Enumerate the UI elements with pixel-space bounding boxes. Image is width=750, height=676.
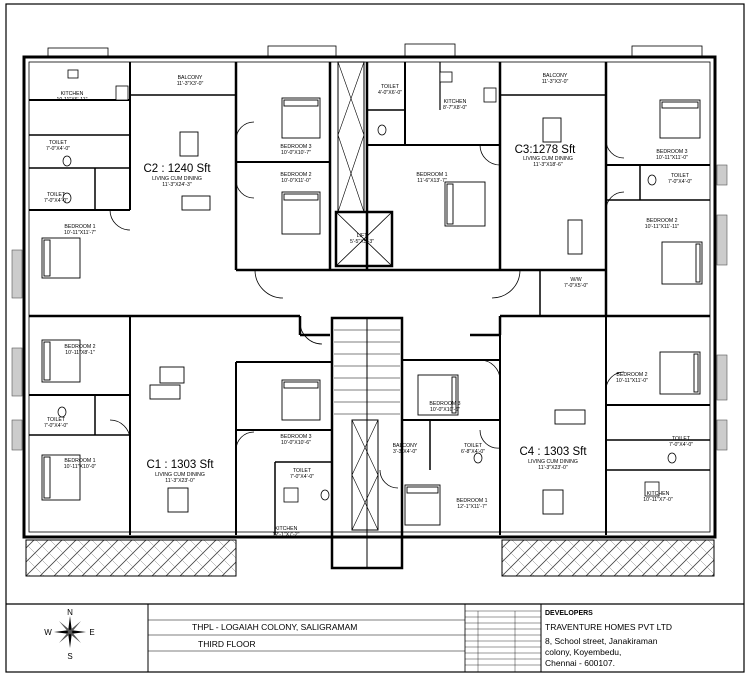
room-dimension: 6'-8"X4'-0" bbox=[461, 449, 485, 455]
floor-title: THIRD FLOOR bbox=[198, 639, 256, 649]
room-name: TOILET bbox=[671, 173, 690, 179]
address-line-2: colony, Koyembedu, bbox=[545, 647, 621, 657]
room-name: BALCONY bbox=[543, 73, 568, 79]
room-name: TOILET bbox=[464, 443, 483, 449]
title-block: N E S W THPL - LOGAIAH COLONY, SALIGRAMA… bbox=[44, 603, 672, 673]
door-swings bbox=[109, 121, 625, 489]
room-dimension: 10'-0"X11'-0" bbox=[281, 178, 311, 184]
room-dimension: 8'-7"X8'-0" bbox=[443, 105, 467, 111]
room-dimension: 10'-0"X10'-6" bbox=[430, 407, 460, 413]
room-dimension: 10'-11"X11'-11" bbox=[645, 224, 680, 230]
room-dimension: 10'-11"X10'-0" bbox=[64, 464, 97, 470]
room-name: BEDROOM 1 bbox=[64, 224, 95, 230]
room-name: TOILET bbox=[47, 417, 66, 423]
address-line-3: Chennai - 600107. bbox=[545, 658, 615, 668]
room-dimension: 7'-0"X4'-0" bbox=[669, 442, 693, 448]
fixtures bbox=[57, 69, 677, 503]
hatched-area-left bbox=[25, 539, 237, 577]
room-name: TOILET bbox=[672, 436, 691, 442]
room-name: BEDROOM 1 bbox=[416, 172, 447, 178]
room-dimension: 10'-0"X10'-7" bbox=[281, 150, 311, 156]
room-name: BEDROOM 2 bbox=[64, 344, 95, 350]
room-dimension: 12'-1"X11'-7" bbox=[457, 504, 487, 510]
room-name: TOILET bbox=[49, 140, 68, 146]
room-dimension: 7'-0"X4'-0" bbox=[290, 474, 314, 480]
sheet-border bbox=[5, 3, 745, 673]
room-dimension: 7'-0"X4'-0" bbox=[668, 179, 692, 185]
developers-label: DEVELOPERS bbox=[545, 610, 593, 617]
room-dimension: 10'-11"X11'-7" bbox=[64, 230, 96, 236]
room-dimension: 11'-3"X24'-3" bbox=[162, 182, 192, 188]
room-dimension: 11'-6"X13'-7" bbox=[417, 178, 447, 184]
room-dimension: 7'-0"X4'-0" bbox=[44, 423, 68, 429]
room-labels: KITCHEN 10-11"X6'-11" BALCONY 11'-3"X3'-… bbox=[44, 73, 693, 538]
room-name: BEDROOM 3 bbox=[280, 434, 311, 440]
room-dimension: 12'-1"X7'-2" bbox=[272, 532, 299, 538]
room-name: BEDROOM 1 bbox=[64, 458, 95, 464]
room-name: TOILET bbox=[381, 84, 400, 90]
unit-c4-area: C4 : 1303 Sft bbox=[519, 446, 587, 458]
room-name: LIVING CUM DINING bbox=[155, 472, 205, 478]
room-name: BEDROOM 3 bbox=[280, 144, 311, 150]
room-dimension: 3'-3"X4'-0" bbox=[393, 449, 417, 455]
unit-c3-area: C3:1278 Sft bbox=[515, 144, 577, 156]
address-line-1: 8, School street, Janakiraman bbox=[545, 636, 658, 646]
unit-c1-area: C1 : 1303 Sft bbox=[146, 459, 214, 471]
room-dimension: 11'-3"X3'-0" bbox=[177, 81, 204, 87]
room-dimension: 7'-0"X4'-0" bbox=[46, 146, 70, 152]
room-name: TOILET bbox=[293, 468, 312, 474]
room-name: LIVING CUM DINING bbox=[523, 156, 573, 162]
room-name: KITCHEN bbox=[275, 526, 298, 532]
room-dimension: 10'-11"X11'-0" bbox=[616, 378, 648, 384]
hatched-area-right bbox=[501, 539, 715, 577]
room-dimension: 11'-3"X23'-0" bbox=[165, 478, 195, 484]
room-name: BEDROOM 1 bbox=[456, 498, 487, 504]
furniture bbox=[41, 97, 703, 526]
unit-area-labels: C2 : 1240 Sft C3:1278 Sft C1 : 1303 Sft … bbox=[143, 144, 587, 471]
compass-rose: N E S W bbox=[44, 608, 94, 661]
unit-c2-area: C2 : 1240 Sft bbox=[143, 163, 211, 175]
schedule-table bbox=[464, 603, 542, 673]
room-name: KITCHEN bbox=[444, 99, 467, 105]
room-name: BALCONY bbox=[393, 443, 418, 449]
room-name: BEDROOM 3 bbox=[656, 149, 687, 155]
room-dimension: 11'-3"X23'-0" bbox=[538, 465, 568, 471]
room-dimension: 11'-3"X3'-0" bbox=[542, 79, 569, 85]
room-name: BEDROOM 2 bbox=[646, 218, 677, 224]
building-walls bbox=[22, 43, 717, 570]
room-dimension: 10'-0"X10'-6" bbox=[281, 440, 311, 446]
room-name: BEDROOM 3 bbox=[429, 401, 460, 407]
compass-w: W bbox=[44, 628, 52, 637]
room-dimension: 10'-11"X7'-0" bbox=[643, 497, 673, 503]
room-dimension: 4'-0"X6'-0" bbox=[378, 90, 402, 96]
compass-n: N bbox=[67, 608, 73, 617]
room-dimension: 10-11"X6'-11" bbox=[56, 97, 87, 103]
room-dimension: 11'-3"X18'-6" bbox=[533, 162, 563, 168]
room-dimension: 5'-5"X5'-3" bbox=[350, 239, 374, 245]
stair-treads bbox=[334, 329, 400, 415]
room-dimension: 10'-11"X11'-0" bbox=[656, 155, 688, 161]
room-name: BALCONY bbox=[178, 75, 203, 81]
company-name: TRAVENTURE HOMES PVT LTD bbox=[545, 622, 672, 632]
room-name: LIVING CUM DINING bbox=[528, 459, 578, 465]
room-name: LIFT bbox=[357, 233, 368, 239]
compass-e: E bbox=[89, 628, 94, 637]
compass-s: S bbox=[67, 652, 72, 661]
room-dimension: 10'-11"X8'-1" bbox=[65, 350, 95, 356]
window-markers bbox=[11, 164, 728, 451]
room-name: BEDROOM 2 bbox=[616, 372, 647, 378]
room-name: BEDROOM 2 bbox=[280, 172, 311, 178]
room-name: W/W bbox=[570, 277, 581, 283]
room-name: TOILET bbox=[47, 192, 66, 198]
room-dimension: 7'-0"X5'-0" bbox=[564, 283, 588, 289]
room-name: KITCHEN bbox=[647, 491, 670, 497]
room-name: LIVING CUM DINING bbox=[152, 176, 202, 182]
room-name: KITCHEN bbox=[61, 91, 84, 97]
project-title: THPL - LOGAIAH COLONY, SALIGRAMAM bbox=[192, 622, 357, 632]
room-dimension: 7'-0"X4'-0" bbox=[44, 198, 68, 204]
